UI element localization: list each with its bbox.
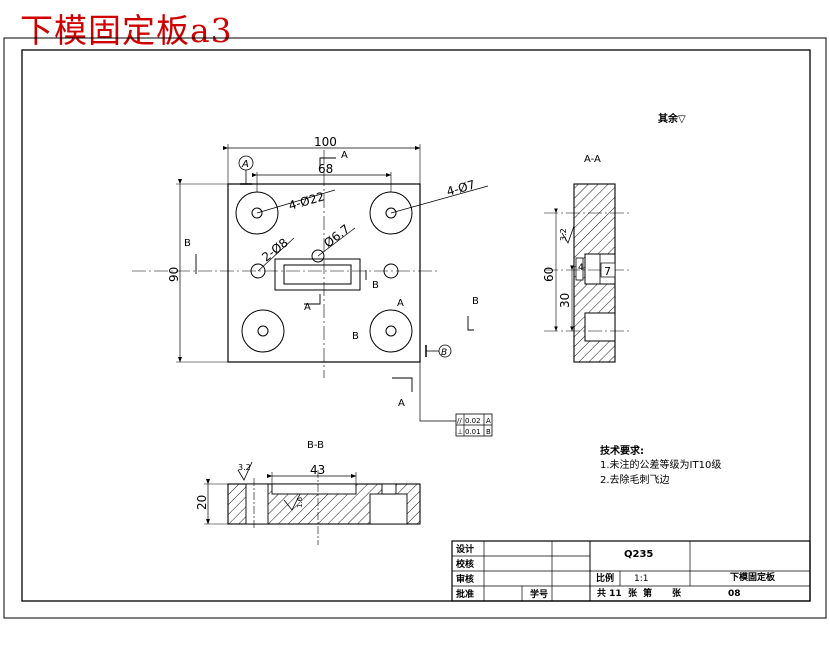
tb-student-no: 学号 (530, 588, 548, 600)
bb-roughness-2: 1.6 (296, 496, 304, 508)
tb-approve: 批准 (456, 588, 474, 600)
slot-inner (283, 264, 352, 285)
datum-a-symbol: A (241, 159, 249, 170)
section-a-right: A (397, 298, 404, 309)
section-aa-label: A-A (584, 154, 601, 165)
section-a-bottom: A (304, 302, 311, 313)
tb-material: Q235 (624, 549, 653, 560)
slot-hole-label: Ø6.7 (321, 222, 352, 251)
bb-dim-20: 20 (195, 495, 209, 510)
bb-dim-43: 43 (310, 463, 325, 477)
tech-requirements: 技术要求: 1.未注的公差等级为IT10级 2.去除毛刺飞边 (600, 444, 721, 486)
front-view: 100 68 90 4-Ø22 4-Ø7 2-Ø8 Ø6.7 A A A B B (132, 135, 493, 437)
roughness-note: 其余▽ (658, 112, 686, 125)
tb-scale-label: 比例 (596, 572, 614, 584)
bb-roughness: 3.2 (238, 463, 251, 472)
section-bb-view: B-B 43 20 3.2 1.6 (195, 440, 421, 545)
spacing-dim: 68 (318, 162, 333, 176)
big-hole (235, 191, 413, 353)
tb-drawing-no: 08 (728, 589, 741, 599)
svg-text://: // (457, 417, 462, 425)
section-b-far: B (472, 296, 479, 307)
aa-dim-7: 7 (604, 265, 611, 278)
section-b-left: B (184, 238, 191, 249)
tb-review: 审核 (456, 573, 474, 585)
section-bb-label: B-B (307, 440, 324, 451)
tb-sheet-word: 张 (628, 587, 638, 599)
title-block (451, 540, 811, 602)
section-b-mid: B (372, 280, 379, 291)
small-hole (250, 249, 399, 279)
tb-sheet-no-label: 第 (643, 587, 652, 599)
tb-scale-value: 1:1 (634, 574, 648, 584)
tol-value-2: 0.01 (465, 428, 481, 436)
tb-sheet-no-word: 张 (672, 587, 682, 599)
outer-frame (3, 37, 827, 619)
tech-item-2: 2.去除毛刺飞边 (600, 473, 670, 486)
tolerance-frame: // ⊥ 0.02 A 0.01 B (455, 413, 493, 437)
svg-text:⊥: ⊥ (457, 428, 463, 436)
inner-frame (21, 49, 811, 602)
page-title: 下模固定板a3 (20, 11, 233, 50)
tb-part-name: 下模固定板 (730, 571, 776, 583)
tol-ref-1: A (486, 417, 491, 425)
aa-dim-4: 4 (578, 263, 584, 273)
datum-b-symbol: B (441, 348, 447, 358)
section-a-top: A (341, 150, 348, 161)
aa-dim-60: 60 (542, 267, 556, 282)
tb-sheet-total: 共 11 (597, 587, 622, 599)
big-holes-label: 4-Ø22 (287, 189, 326, 213)
section-aa-view: A-A 60 30 4 7 3.2 (542, 154, 632, 363)
tol-ref-2: B (486, 428, 491, 436)
section-b-right: B (352, 331, 359, 342)
tech-item-1: 1.未注的公差等级为IT10级 (600, 458, 721, 471)
tb-check: 校核 (456, 558, 474, 570)
tb-design: 设计 (456, 543, 474, 555)
width-dim: 100 (314, 135, 337, 149)
section-a-below: A (398, 398, 405, 409)
small-holes-label: 4-Ø7 (445, 177, 477, 198)
aa-roughness: 3.2 (559, 228, 568, 241)
slot-outer (274, 258, 361, 291)
height-dim: 90 (167, 267, 181, 282)
aa-dim-30: 30 (558, 293, 572, 308)
tech-heading: 技术要求: (600, 444, 644, 457)
tol-value-1: 0.02 (465, 417, 481, 425)
